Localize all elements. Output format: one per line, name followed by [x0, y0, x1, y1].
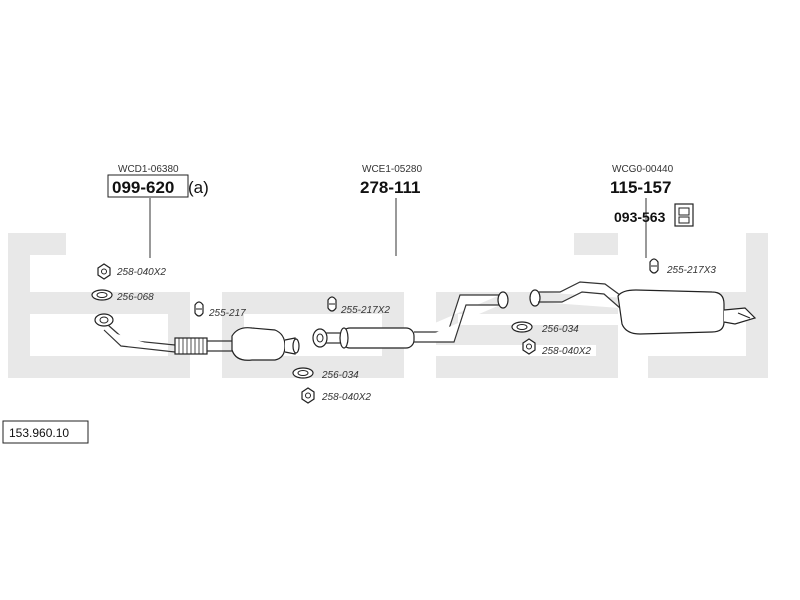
main-part-1-number: 099-620	[112, 178, 174, 197]
gasket-icon	[511, 321, 533, 333]
nut-icon	[97, 263, 111, 280]
nut-icon	[522, 338, 536, 355]
main-part-1: WCD1-06380 099-620 (a)	[107, 164, 209, 258]
watermark	[8, 233, 768, 378]
small-part-9: 255-217X3	[649, 258, 716, 276]
main-part-1-box	[107, 174, 189, 198]
main-part-3-ref: WCG0-00440	[612, 164, 674, 175]
small-part-5: 256-034	[292, 367, 359, 381]
small-part-2-code: 256-068	[116, 292, 154, 303]
rubber-mount-icon	[674, 203, 694, 227]
small-part-5-code: 256-034	[321, 370, 359, 381]
main-part-2-ref: WCE1-05280	[362, 164, 422, 175]
sub-part: 093-563	[614, 203, 694, 227]
catalog-number-box: 153.960.10	[2, 420, 89, 444]
small-part-1: 258-040X2	[97, 263, 166, 280]
small-part-8-code: 258-040X2	[541, 346, 591, 357]
catalog-number: 153.960.10	[9, 426, 69, 440]
clamp-icon	[194, 301, 204, 317]
small-part-9-code: 255-217X3	[666, 265, 716, 276]
small-part-6: 258-040X2	[301, 387, 371, 404]
clamp-icon	[327, 296, 337, 312]
sub-part-number: 093-563	[614, 209, 666, 225]
main-part-1-ref: WCD1-06380	[118, 164, 179, 175]
small-part-4-code: 255-217X2	[340, 305, 390, 316]
main-part-3-number: 115-157	[610, 178, 671, 197]
middle-silencer	[312, 291, 509, 349]
rear-silencer	[529, 281, 757, 335]
nut-icon	[301, 387, 315, 404]
small-part-7-code: 256-034	[541, 324, 579, 335]
small-part-1-code: 258-040X2	[116, 267, 166, 278]
small-part-8: 258-040X2	[522, 338, 591, 357]
main-part-1-suffix: (a)	[188, 178, 209, 197]
front-pipe-catalyst	[94, 313, 300, 361]
small-part-3: 255-217	[194, 301, 246, 319]
clamp-icon	[649, 258, 659, 274]
small-part-2: 256-068	[91, 289, 154, 303]
gasket-icon	[91, 289, 113, 301]
small-part-6-code: 258-040X2	[321, 392, 371, 403]
main-part-2: WCE1-05280 278-111	[360, 164, 422, 256]
gasket-icon	[292, 367, 314, 379]
main-part-2-number: 278-111	[360, 178, 421, 197]
main-part-3: WCG0-00440 115-157	[610, 164, 674, 258]
small-part-7: 256-034	[511, 321, 579, 335]
small-part-3-code: 255-217	[208, 308, 246, 319]
small-part-4: 255-217X2	[327, 296, 390, 316]
